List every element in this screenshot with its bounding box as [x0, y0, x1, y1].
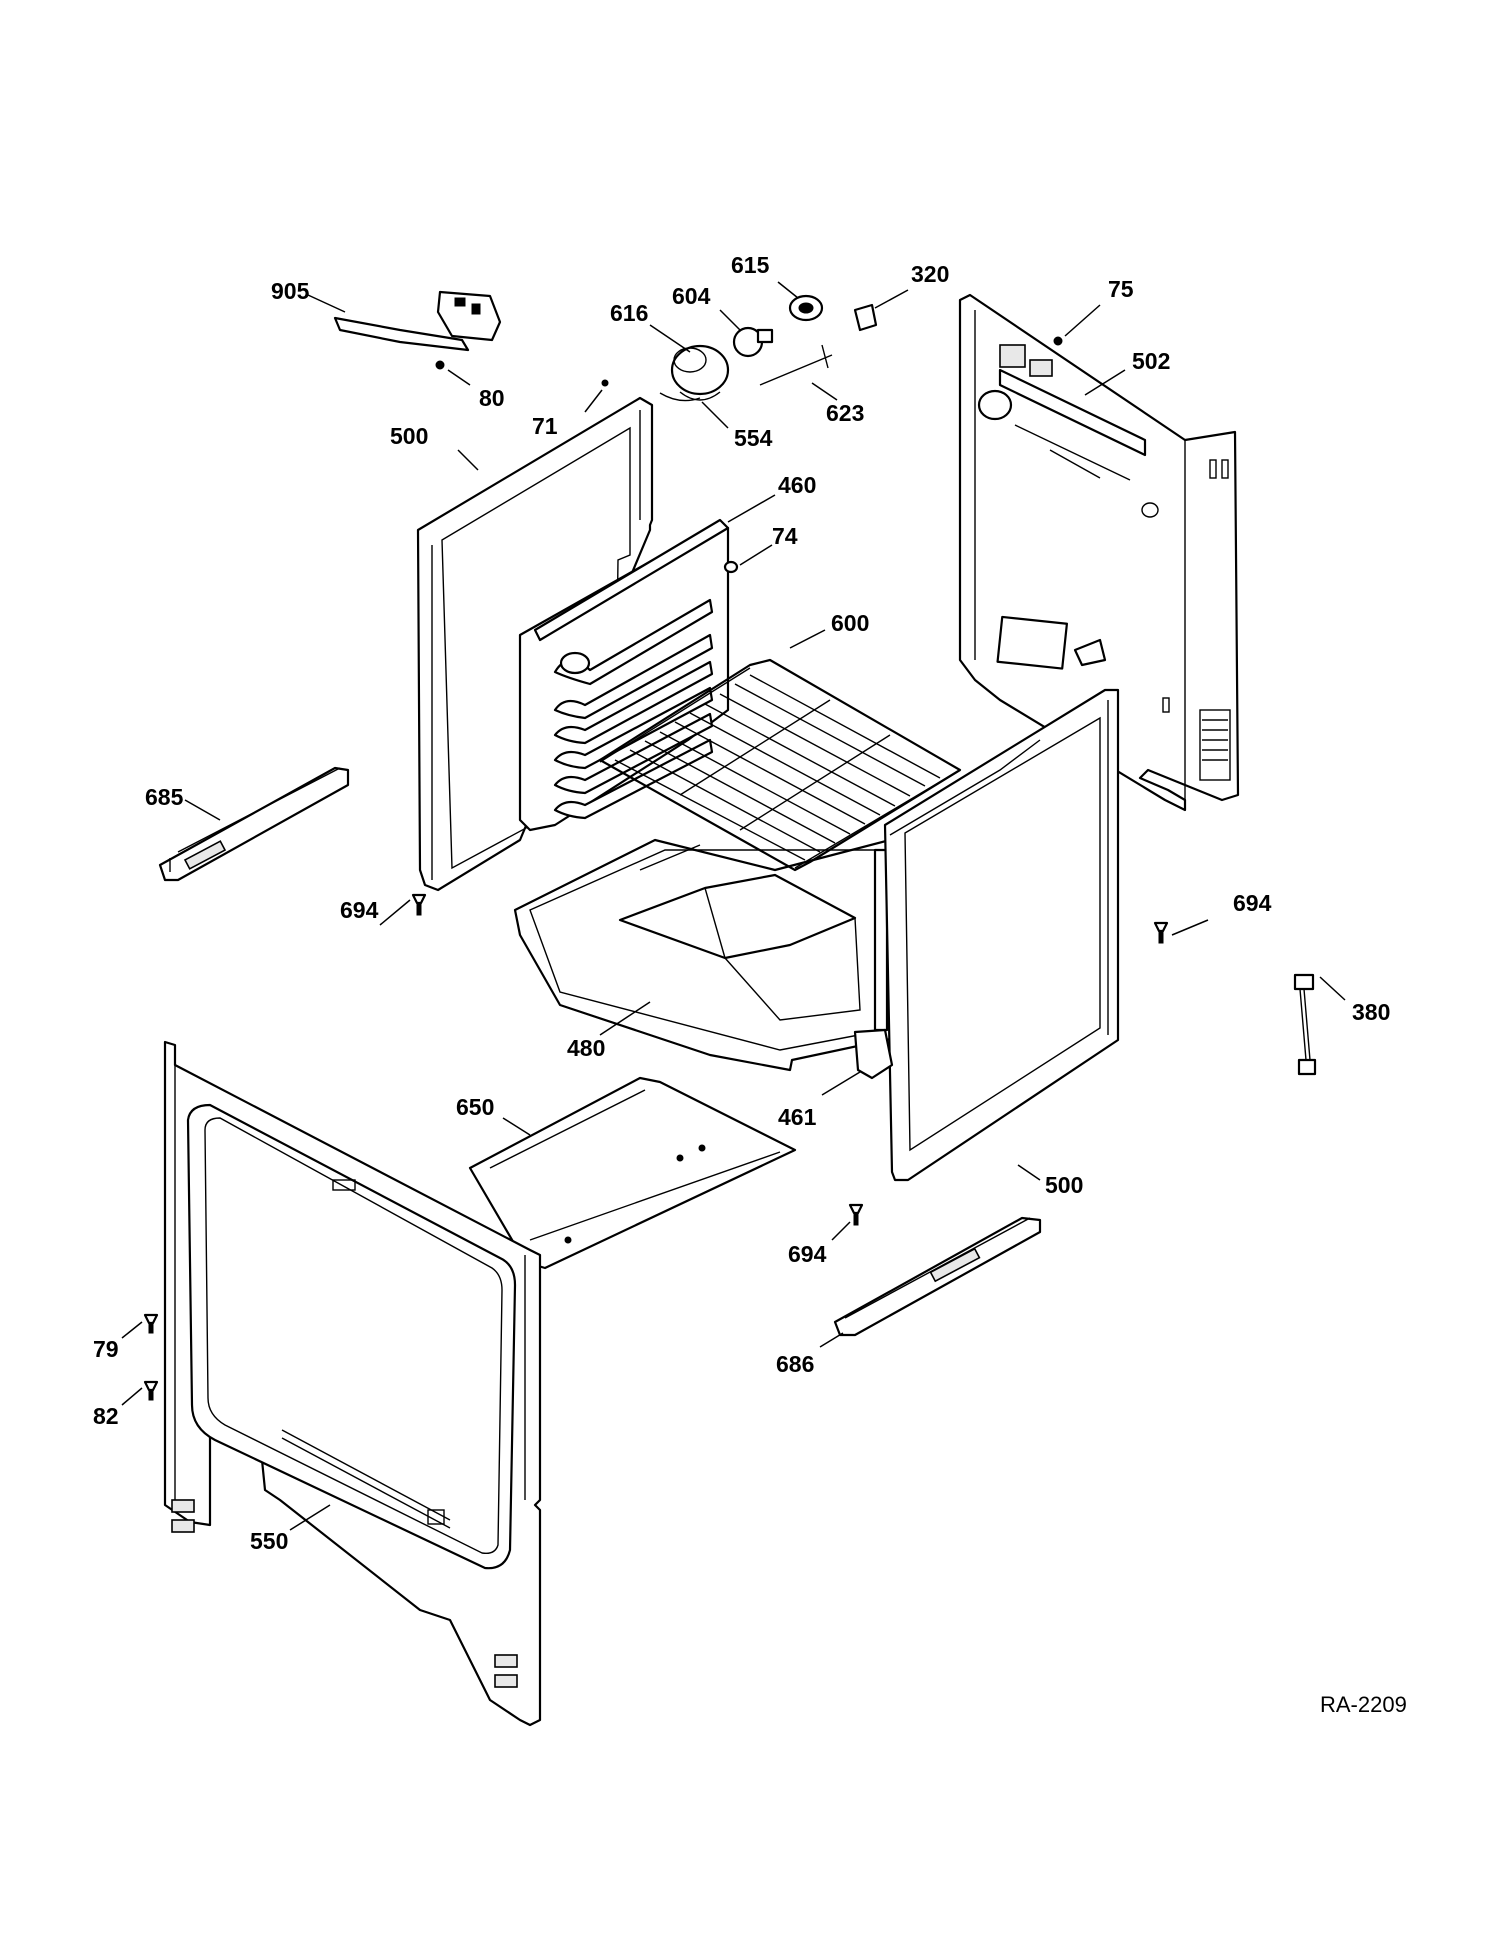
- callout-623: 623: [826, 400, 864, 426]
- part-623-rod: [759, 344, 833, 386]
- drawing-code: RA-2209: [1320, 1692, 1407, 1717]
- callout-380: 380: [1352, 999, 1390, 1025]
- part-615-socket: [788, 294, 824, 322]
- part-694-screw-right: [1153, 921, 1169, 944]
- callout-694-left: 694: [340, 897, 379, 923]
- callout-502: 502: [1132, 348, 1170, 374]
- callout-82: 82: [93, 1403, 119, 1429]
- callout-550: 550: [250, 1528, 288, 1554]
- part-616-lamp-cover: [670, 344, 730, 401]
- part-380-wire-harness: [1293, 973, 1317, 1076]
- callout-600: 600: [831, 610, 869, 636]
- part-74-screw: [723, 560, 739, 574]
- part-500-right-side-panel: [883, 688, 1120, 1182]
- part-685-left-slide: [158, 766, 350, 882]
- callout-616: 616: [610, 300, 648, 326]
- callout-500-left: 500: [390, 423, 428, 449]
- part-front-frame: [163, 1040, 542, 1727]
- part-686-right-slide: [833, 1216, 1042, 1337]
- part-650-bottom-panel: [468, 1076, 797, 1270]
- part-554-clip: [659, 392, 701, 402]
- callout-480: 480: [567, 1035, 605, 1061]
- callout-79: 79: [93, 1336, 119, 1362]
- callout-74: 74: [772, 523, 798, 549]
- callout-71: 71: [532, 413, 558, 439]
- part-905-igniter-assembly: [333, 290, 502, 370]
- callout-labels: 905 80 616 604 615 320 75 502 71 554 623…: [93, 252, 1407, 1717]
- part-694-screw-left: [411, 893, 427, 916]
- callout-500-right: 500: [1045, 1172, 1083, 1198]
- part-320-bracket: [853, 303, 878, 332]
- callout-694-right: 694: [1233, 890, 1272, 916]
- callout-650: 650: [456, 1094, 494, 1120]
- callout-615: 615: [731, 252, 770, 278]
- callout-685: 685: [145, 784, 184, 810]
- callout-686: 686: [776, 1351, 814, 1377]
- callout-604: 604: [672, 283, 711, 309]
- part-460-liner-side: [518, 518, 730, 832]
- part-604-bulb: [732, 326, 774, 358]
- callout-554: 554: [734, 425, 773, 451]
- callout-75: 75: [1108, 276, 1134, 302]
- part-480-oven-cavity: [513, 838, 897, 1072]
- callout-905: 905: [271, 278, 310, 304]
- leader-lines: [121, 281, 1346, 1531]
- part-600-oven-rack: [598, 658, 962, 872]
- callout-461: 461: [778, 1104, 817, 1130]
- part-461-bracket: [853, 1028, 894, 1080]
- callout-460: 460: [778, 472, 816, 498]
- part-71-screw: [601, 379, 609, 387]
- callout-80: 80: [479, 385, 505, 411]
- part-502-back-panel: [958, 293, 1240, 812]
- part-82-screw: [143, 1380, 159, 1401]
- part-75-screw: [1053, 336, 1063, 346]
- callout-694-bottom: 694: [788, 1241, 827, 1267]
- part-694-screw-bottom: [848, 1203, 864, 1226]
- part-79-screw: [143, 1313, 159, 1334]
- callout-320: 320: [911, 261, 949, 287]
